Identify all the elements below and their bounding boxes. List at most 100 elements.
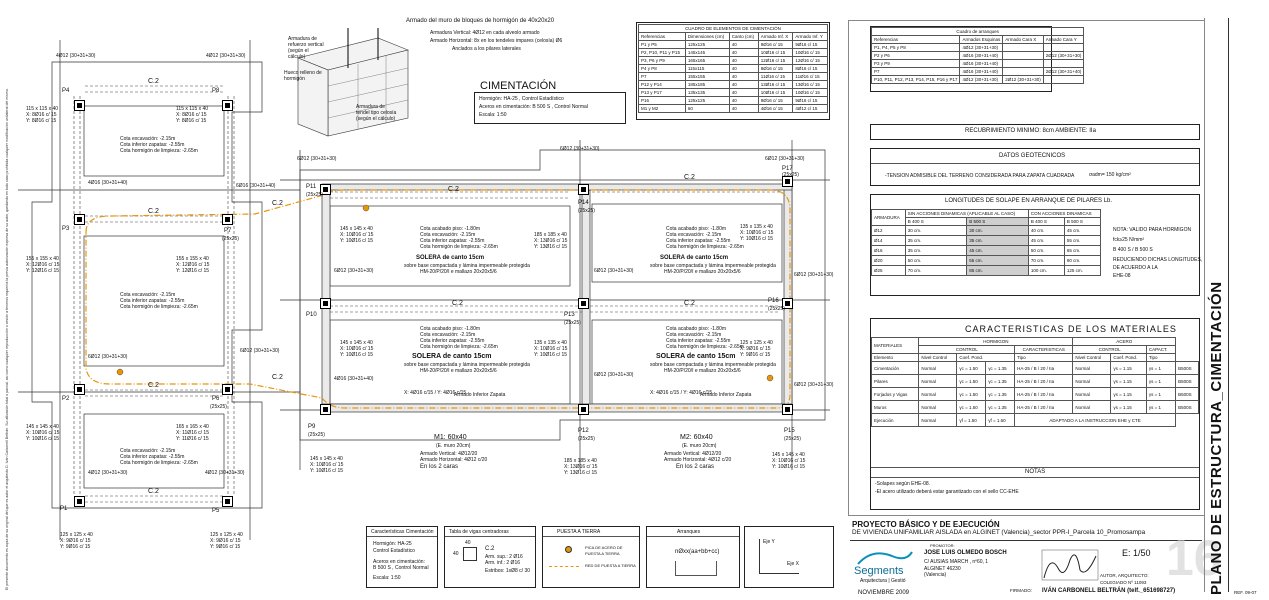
materials-table: MATERIALES HORMIGON ACERO CONTROL CARACT… — [870, 337, 1199, 427]
table-header-cell: B 500 S — [1063, 217, 1102, 226]
table-cell: Normal — [1072, 387, 1112, 401]
mat-header: Tipo — [1145, 353, 1177, 362]
table-cell: 40 — [728, 104, 759, 113]
rebar-label: 6Ø12 (30+31+30) — [765, 156, 805, 162]
table-cell: Ø12 — [871, 225, 906, 236]
table-cell: P10, P11, P12, P13, P14, P15, P16 y P17 — [870, 75, 961, 84]
table-cell: P7 — [870, 67, 961, 76]
table-cell: γc = 1.50 — [956, 400, 987, 414]
materials-title: CARACTERISTICAS DE LOS MATERIALES — [965, 324, 1177, 334]
pillar-label: P2 — [62, 396, 70, 402]
footing-arm-y: Y: 9Ø16 c/ 15 — [740, 352, 771, 358]
table-cell: Normal — [1072, 361, 1112, 375]
footing-dims: 145 x 145 x 40 — [340, 340, 373, 346]
footing-arm-x: X: 11Ø16 c/ 15 — [176, 430, 209, 436]
table-cell — [1002, 51, 1044, 60]
rebar-label: 4Ø12 (30+31+30) — [206, 53, 246, 59]
table-cell: HA-25 / B / 20 / IIa — [1014, 387, 1074, 401]
ground-network-icon — [549, 566, 579, 567]
table-cell: 90 cm. — [1063, 255, 1102, 266]
footing-arm-y: Y: 10Ø16 c/ 15 — [340, 352, 374, 358]
excavation-note: Cota inferior zapatas: -2.55m — [120, 142, 185, 148]
slab-note: Cota excavación: -2.15m — [666, 232, 722, 238]
lap-note: EHE-08 — [1113, 273, 1131, 279]
pillar-label: P16 — [768, 298, 779, 304]
wall-rebar-h: Armado Horizontal: 4Ø12 c/20 — [420, 457, 488, 463]
pillar-P6 — [222, 384, 233, 395]
footing-arm-x: X: 13Ø16 c/ 15 — [564, 464, 598, 470]
excavation-note: Cota hormigón de limpieza: -2.65m — [120, 148, 198, 154]
note-line: -El acero utilizado deberá estar garanti… — [875, 489, 1019, 495]
excavation-note: Cota excavación: -2.15m — [120, 136, 176, 142]
excavation-note: Cota inferior zapatas: -2.55m — [120, 454, 185, 460]
mat-header: CONTROL — [1072, 345, 1147, 354]
slab-note: Cota hormigón de limpieza: -2.65m — [666, 344, 744, 350]
table-cell: γs = 1 — [1145, 361, 1177, 375]
table-cell: B500S — [1175, 387, 1199, 401]
slab-note: HM-20/P/20/I e mallazo 20x20x5/6 — [664, 269, 741, 275]
legend-foundation-specs: Características Cimentación Hormigón: HA… — [366, 526, 438, 588]
table-cell — [1042, 75, 1085, 84]
table-cell: 40 — [728, 72, 759, 81]
table-cell: 2Ø12 (30+31+30) — [1002, 75, 1044, 84]
pillar-P7 — [222, 214, 233, 225]
table-header-cell: Armados Esquinas — [959, 35, 1004, 44]
pillar-label: P15 — [784, 428, 795, 434]
notes-title: NOTAS — [1025, 469, 1046, 475]
y-axis-icon — [759, 539, 760, 573]
slab-title: SOLERA de canto 15cm — [416, 255, 485, 261]
svg-text:Segments: Segments — [854, 565, 904, 577]
mat-header: MATERIALES — [870, 337, 920, 354]
legend-earthing: PUESTA A TIERRA PICA DE ACERO DE PUESTA … — [542, 526, 640, 588]
pillar-label: P3 — [62, 226, 70, 232]
beam-label: C.2 — [452, 300, 463, 307]
table-cell: γc = 1.35 — [985, 361, 1016, 375]
pillar-P14 — [578, 184, 589, 195]
table-cell: 12Ø16 c/ 15 — [757, 56, 794, 65]
footing-arm-x: X: 10Ø16 c/ 15 — [772, 458, 806, 464]
wall-thickness: (E. muro 20cm) — [436, 443, 471, 449]
table-cell: 4Ø16 (30+31+40) — [959, 59, 1004, 68]
foundation-spec: Aceros en cimentación: B 500 S , Control… — [479, 104, 588, 110]
footing-dims: 155 x 155 x 40 — [176, 256, 209, 262]
lap-note: B 400 S / B 500 S — [1113, 247, 1153, 253]
table-cell: P3, P6 y P9 — [638, 56, 686, 65]
table-cell: 4Ø16 (30+31+40) — [959, 67, 1004, 76]
drawing-title-vertical: PLANO DE ESTRUCTURA_CIMENTACIÓN — [1208, 281, 1225, 595]
table-cell: 115x115 — [684, 64, 730, 73]
wall-thickness: (E. muro 20cm) — [682, 443, 717, 449]
pillar-size: (25x25) — [578, 208, 595, 214]
table-header-cell: Canto (cm) — [728, 32, 759, 41]
pillar-label: P14 — [578, 200, 589, 206]
pillar-label: P10 — [306, 312, 317, 318]
reference: REF. 09-07 — [1234, 590, 1257, 595]
slab-note: Cota acabado piso: -1.80m — [420, 326, 481, 332]
materials-box: CARACTERISTICAS DE LOS MATERIALES MATERI… — [870, 318, 1200, 510]
pillar-size: (25x25) — [784, 436, 801, 442]
lap-header: ARMADURA — [871, 209, 906, 226]
geotech-value: σadm= 150 kg/cm² — [1089, 172, 1131, 178]
legend-text: B 500 S , Control Normal — [373, 565, 429, 571]
slab-note: Cota acabado piso: -1.80m — [420, 226, 481, 232]
signature-icon — [1040, 548, 1100, 582]
table-cell: 45 cm. — [966, 245, 1029, 256]
lap-note: DE ACUERDO A LA — [1113, 265, 1158, 271]
table-title: CUADRO DE ELEMENTOS DE CIMENTACIÓN — [638, 24, 828, 33]
lap-note: NOTA: VALIDO PARA HORMIGON — [1113, 227, 1192, 233]
pillar-label: P6 — [212, 396, 220, 402]
footing-dims: 135 x 135 x 40 — [740, 224, 773, 230]
author-label: AUTOR, ARQUITECTO: — [1100, 573, 1149, 578]
slab-note: Cota inferior zapatas: -2.55m — [420, 338, 485, 344]
table-cell: P1 y P5 — [638, 40, 686, 49]
table-cell: 9Ø16 c/ 15 — [757, 40, 794, 49]
mat-header: CONTROL — [918, 345, 1016, 354]
table-cell: B500S — [1175, 361, 1199, 375]
footing-arm-x: X: 10Ø16 c/ 15 — [26, 430, 60, 436]
table-cell — [1002, 59, 1044, 68]
